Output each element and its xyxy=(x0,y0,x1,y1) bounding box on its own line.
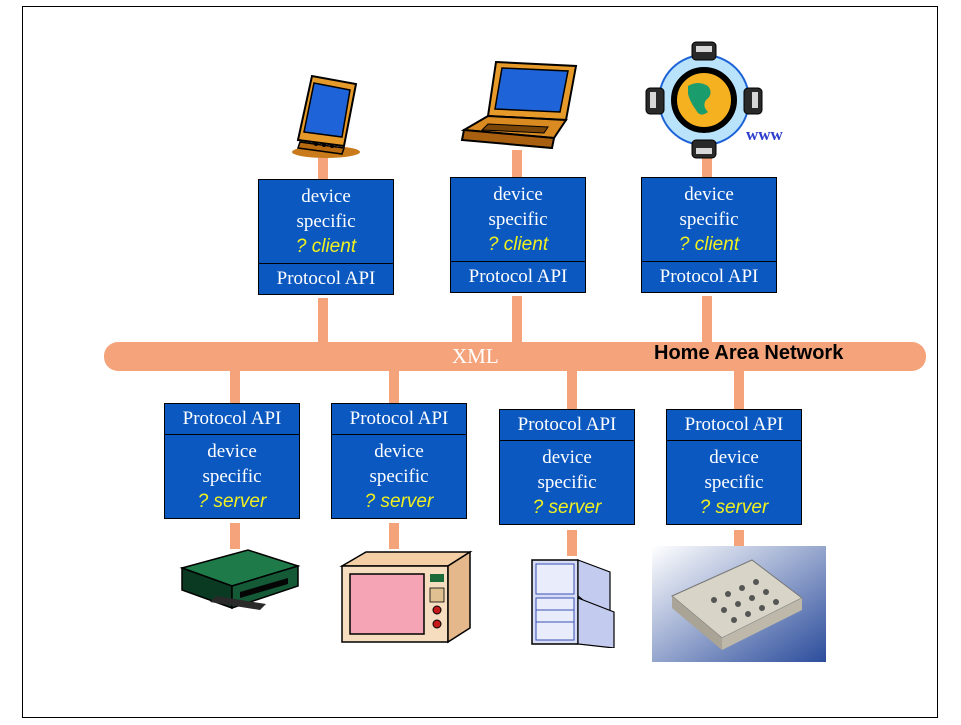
globe-www-icon xyxy=(645,41,763,159)
box-divider xyxy=(165,434,299,435)
link-server-4-bus xyxy=(734,369,744,411)
server-box-1: Protocol API device specific ? server xyxy=(164,403,300,519)
protocol-api-label: Protocol API xyxy=(684,414,784,435)
protocol-label: XML xyxy=(452,344,499,368)
desc-line-1: device xyxy=(207,441,257,462)
desc-line-2: specific xyxy=(704,472,764,493)
link-client-2-device xyxy=(512,150,522,178)
role-label: ? server xyxy=(364,491,434,512)
link-server-2-bus xyxy=(389,369,399,405)
box-divider xyxy=(451,261,585,262)
desc-line-2: specific xyxy=(296,211,356,232)
desc-line-1: device xyxy=(493,184,543,205)
protocol-api-label: Protocol API xyxy=(276,268,376,289)
network-bus xyxy=(104,342,926,371)
box-divider xyxy=(667,440,801,441)
desc-line-1: device xyxy=(709,447,759,468)
desc-line-2: specific xyxy=(369,466,429,487)
link-server-2-device xyxy=(389,523,399,549)
desc-line-2: specific xyxy=(202,466,262,487)
laptop-icon xyxy=(460,60,578,150)
client-box-3: device specific ? client Protocol API xyxy=(641,177,777,293)
link-client-3-device xyxy=(702,158,712,178)
protocol-api-label: Protocol API xyxy=(349,408,449,429)
client-box-desc: device specific ? client xyxy=(259,180,393,259)
role-label: ? server xyxy=(532,497,602,518)
desc-line-2: specific xyxy=(537,472,597,493)
client-box-desc: device specific ? client xyxy=(642,178,776,257)
client-box-2: device specific ? client Protocol API xyxy=(450,177,586,293)
www-label: www xyxy=(746,125,783,144)
protocol-api-label: Protocol API xyxy=(182,408,282,429)
box-divider xyxy=(259,263,393,264)
network-label: Home Area Network xyxy=(654,342,844,364)
server-box-desc: device specific ? server xyxy=(500,441,634,524)
link-server-4-device xyxy=(734,530,744,546)
refrigerator-icon xyxy=(531,559,615,648)
link-client-3-bus xyxy=(702,296,712,344)
role-label: ? client xyxy=(678,234,740,255)
link-server-3-device xyxy=(567,530,577,556)
link-client-1-device xyxy=(318,158,328,180)
server-box-4: Protocol API device specific ? server xyxy=(666,409,802,525)
link-server-1-device xyxy=(230,523,240,549)
client-box-1: device specific ? client Protocol API xyxy=(258,179,394,295)
box-divider xyxy=(642,261,776,262)
box-divider xyxy=(500,440,634,441)
home-controller-icon xyxy=(652,546,826,662)
server-box-3: Protocol API device specific ? server xyxy=(499,409,635,525)
desc-line-1: device xyxy=(684,184,734,205)
role-label: ? server xyxy=(699,497,769,518)
client-box-desc: device specific ? client xyxy=(451,178,585,257)
link-server-3-bus xyxy=(567,369,577,411)
pda-icon xyxy=(292,74,360,158)
desc-line-1: device xyxy=(301,186,351,207)
desc-line-1: device xyxy=(542,447,592,468)
protocol-api-label: Protocol API xyxy=(517,414,617,435)
server-box-desc: device specific ? server xyxy=(165,435,299,518)
protocol-api-label: Protocol API xyxy=(659,266,759,287)
desc-line-2: specific xyxy=(679,209,739,230)
microwave-icon xyxy=(339,550,473,644)
server-box-desc: device specific ? server xyxy=(667,441,801,524)
desc-line-1: device xyxy=(374,441,424,462)
protocol-api-label: Protocol API xyxy=(468,266,568,287)
link-client-2-bus xyxy=(512,296,522,344)
role-label: ? client xyxy=(487,234,549,255)
box-divider xyxy=(332,434,466,435)
server-box-2: Protocol API device specific ? server xyxy=(331,403,467,519)
role-label: ? server xyxy=(197,491,267,512)
link-server-1-bus xyxy=(230,369,240,405)
vcr-icon xyxy=(179,549,301,610)
server-box-desc: device specific ? server xyxy=(332,435,466,518)
desc-line-2: specific xyxy=(488,209,548,230)
link-client-1-bus xyxy=(318,298,328,344)
role-label: ? client xyxy=(295,236,357,257)
slide-frame xyxy=(22,6,938,718)
